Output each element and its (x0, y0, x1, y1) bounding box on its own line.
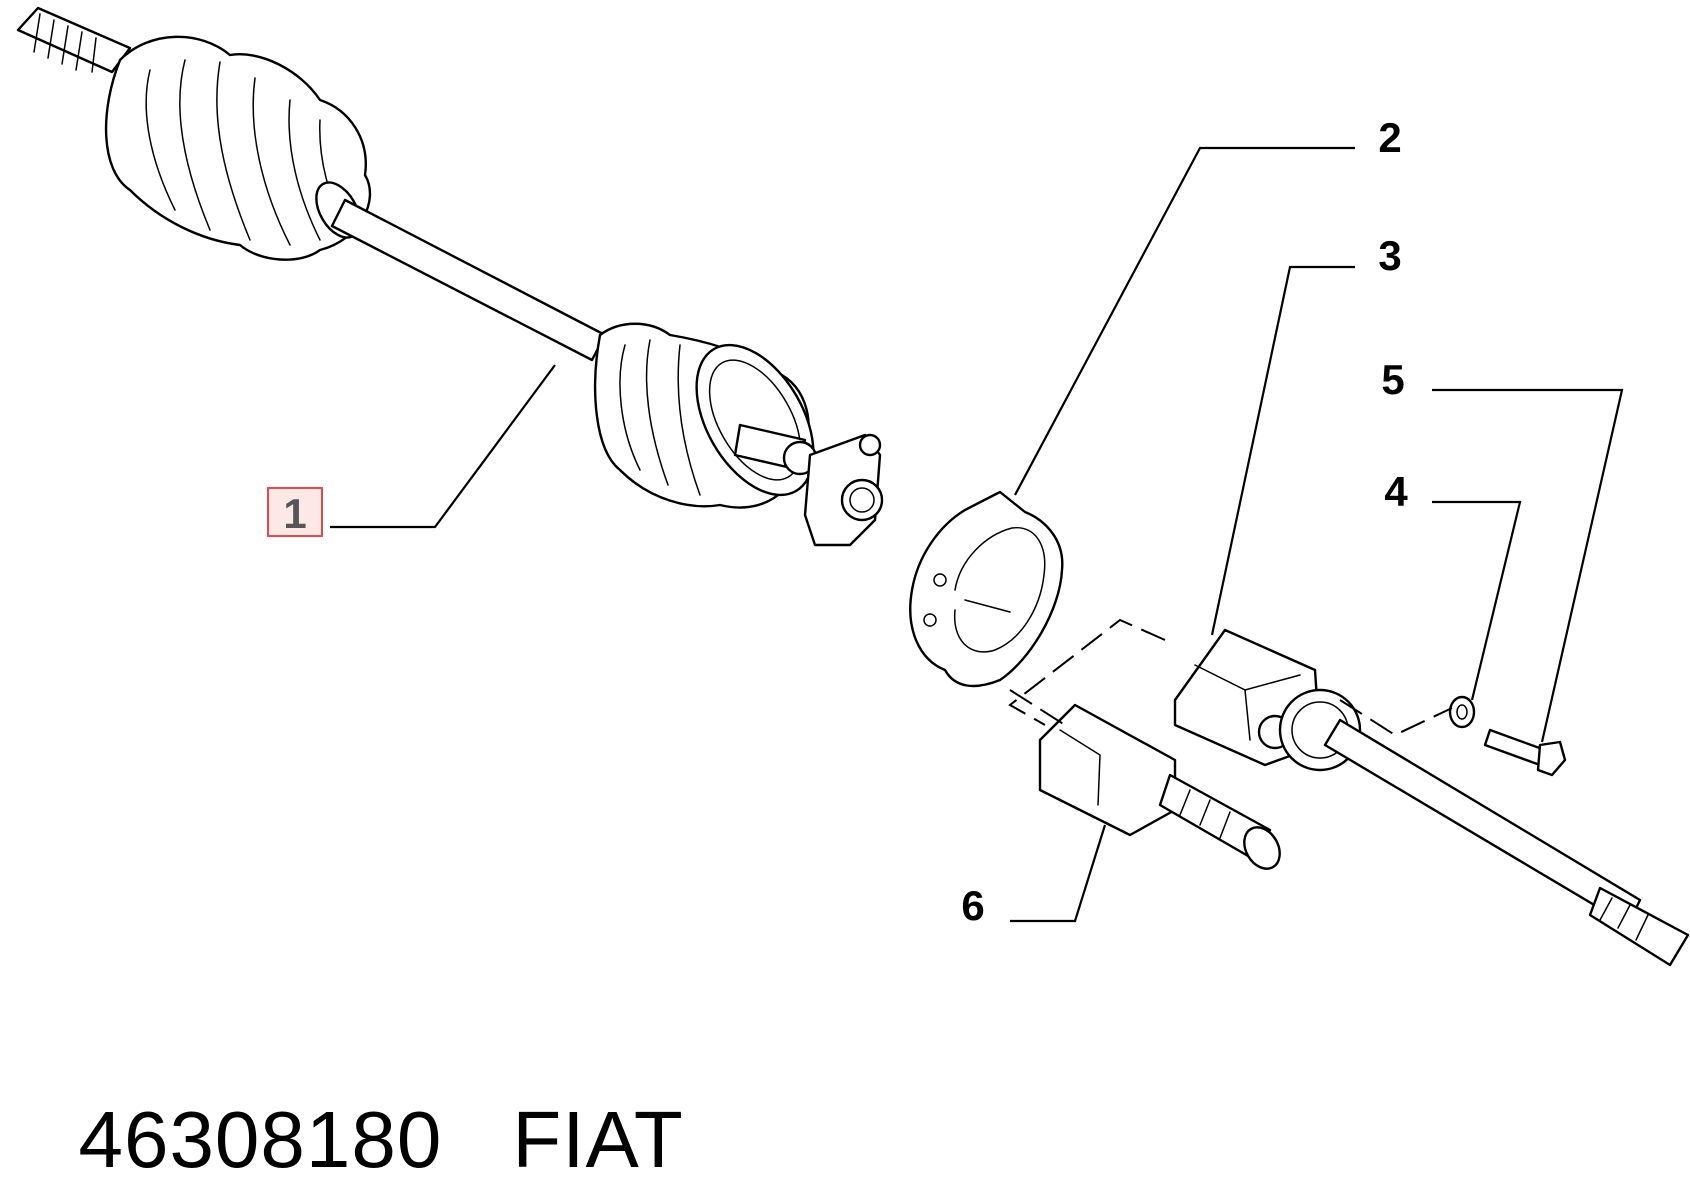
callout-1[interactable]: 1 (283, 490, 306, 537)
leader-line-3 (1210, 265, 1355, 636)
assembly-line-2 (1008, 618, 1166, 726)
callout-5[interactable]: 5 (1381, 356, 1404, 403)
leader-line-1 (330, 364, 556, 529)
callout-4[interactable]: 4 (1384, 468, 1408, 515)
callout-2[interactable]: 2 (1378, 114, 1401, 161)
assembly-line-3 (1339, 699, 1453, 737)
inner-joint-stub (1038, 703, 1281, 870)
callout-1-highlight (267, 487, 323, 537)
drive-shaft-assembly (16, 6, 884, 547)
leader-line-5 (1432, 388, 1624, 743)
part-number: 46308180 (78, 1095, 443, 1184)
inner-housing-shaft (1173, 628, 1690, 967)
leader-line-4 (1432, 500, 1522, 701)
leader-line-2 (1014, 146, 1355, 496)
brand-name: FIAT (512, 1095, 684, 1184)
bolt (1483, 728, 1567, 777)
drive-shaft-diagram: 1 2 3 5 4 6 (16, 6, 1690, 967)
callout-6[interactable]: 6 (961, 882, 984, 929)
washer (1448, 695, 1476, 729)
assembly-line-1 (1009, 689, 1066, 726)
clamp-ring (909, 490, 1064, 688)
leader-line-6 (1010, 824, 1107, 923)
part-caption: 46308180 FIAT (32, 1002, 684, 1186)
callout-3[interactable]: 3 (1378, 232, 1401, 279)
